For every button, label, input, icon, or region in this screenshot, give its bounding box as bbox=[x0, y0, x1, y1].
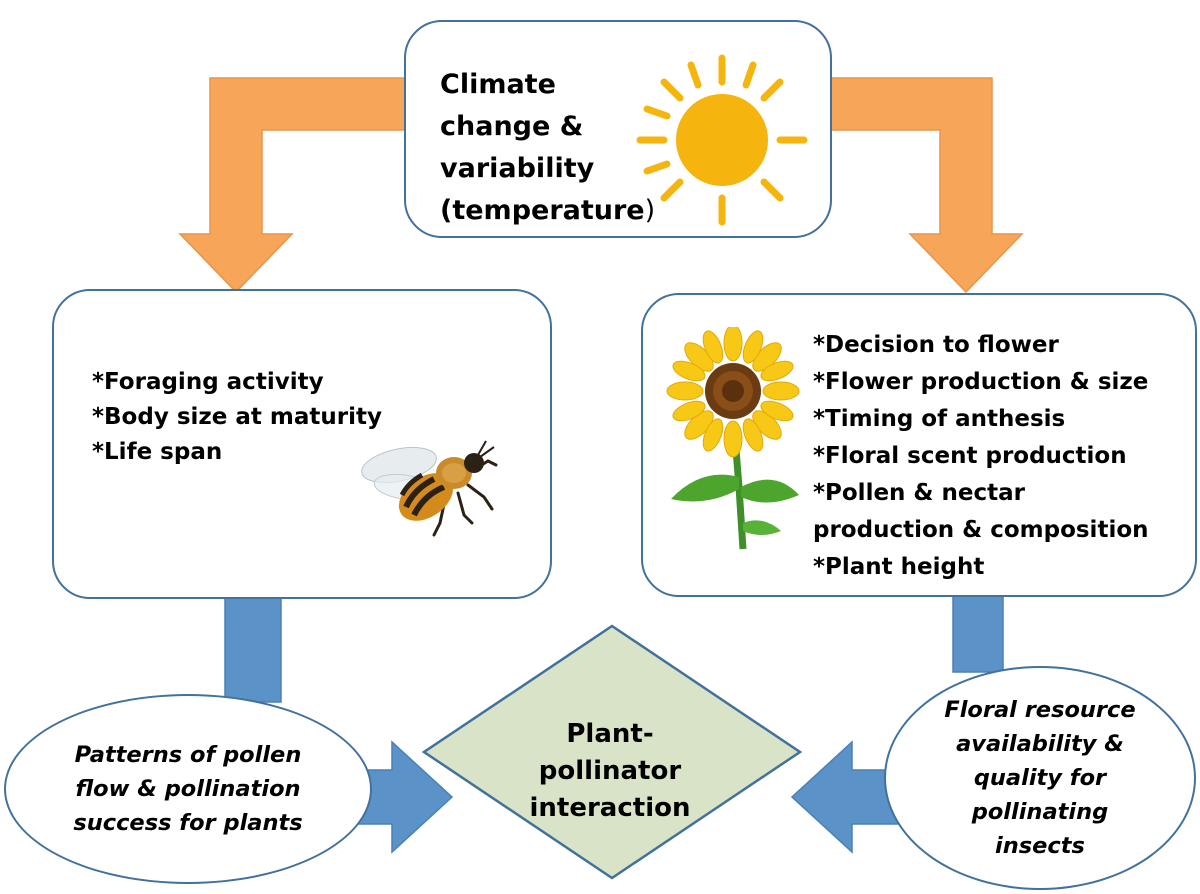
climate-line-1: Climate bbox=[440, 69, 556, 100]
blue-arrow-into-diamond-right bbox=[790, 740, 899, 854]
pollinator-effects-box: *Foraging activity *Body size at maturit… bbox=[52, 289, 552, 599]
pollen-flow-line: success for plants bbox=[73, 810, 303, 836]
bee-icon bbox=[361, 440, 498, 537]
floral-resource-line: quality for bbox=[973, 765, 1107, 791]
climate-line-2: change & bbox=[440, 111, 584, 142]
climate-line-4: (temperature) bbox=[440, 190, 655, 232]
pollen-flow-label: Patterns of pollen flow & pollination su… bbox=[73, 738, 302, 840]
floral-resource-oval: Floral resource availability & quality f… bbox=[884, 666, 1196, 890]
plant-effect-item: *Decision to flower bbox=[813, 332, 1059, 358]
sun-icon bbox=[636, 54, 808, 226]
interaction-line: interaction bbox=[529, 793, 691, 823]
pollinator-effects-list: *Foraging activity *Body size at maturit… bbox=[92, 365, 382, 470]
floral-resource-label: Floral resource availability & quality f… bbox=[944, 693, 1135, 863]
floral-resource-line: Floral resource bbox=[944, 697, 1136, 723]
pollen-flow-line: Patterns of pollen bbox=[74, 742, 302, 768]
climate-box: Climate change & variability (temperatur… bbox=[404, 20, 832, 238]
pollinator-effect-item: *Body size at maturity bbox=[92, 404, 382, 430]
floral-resource-line: insects bbox=[995, 833, 1085, 859]
interaction-label: Plant- pollinator interaction bbox=[500, 716, 720, 827]
plant-effect-item: *Pollen & nectar bbox=[813, 480, 1025, 506]
blue-arrow-left-stem bbox=[224, 597, 282, 703]
pollinator-effect-item: *Life span bbox=[92, 439, 223, 465]
climate-line-3: variability bbox=[440, 153, 595, 184]
orange-arrow-right bbox=[829, 77, 1024, 294]
floral-resource-line: pollinating bbox=[971, 799, 1109, 825]
climate-label: Climate change & variability (temperatur… bbox=[440, 64, 655, 232]
interaction-line: Plant- bbox=[566, 719, 654, 749]
plant-effects-list: *Decision to flower *Flower production &… bbox=[813, 327, 1149, 586]
pollen-flow-oval: Patterns of pollen flow & pollination su… bbox=[4, 694, 372, 884]
plant-effects-box: *Decision to flower *Flower production &… bbox=[641, 293, 1197, 597]
pollinator-effect-item: *Foraging activity bbox=[92, 369, 324, 395]
plant-effect-item: *Timing of anthesis bbox=[813, 406, 1066, 432]
pollen-flow-line: flow & pollination bbox=[75, 776, 301, 802]
plant-effect-item: *Floral scent production bbox=[813, 443, 1127, 469]
orange-arrow-left bbox=[178, 77, 407, 294]
floral-resource-line: availability & bbox=[956, 731, 1124, 757]
interaction-line: pollinator bbox=[538, 756, 682, 786]
blue-arrow-into-diamond-left bbox=[357, 740, 454, 854]
blue-arrow-right-stem bbox=[952, 595, 1004, 673]
plant-effect-item: production & composition bbox=[813, 517, 1149, 543]
climate-close-paren: ) bbox=[644, 195, 656, 226]
sunflower-icon bbox=[666, 327, 800, 550]
climate-temperature: (temperature bbox=[440, 195, 645, 226]
plant-effect-item: *Plant height bbox=[813, 554, 985, 580]
interaction-diamond bbox=[421, 624, 803, 880]
plant-effect-item: *Flower production & size bbox=[813, 369, 1149, 395]
